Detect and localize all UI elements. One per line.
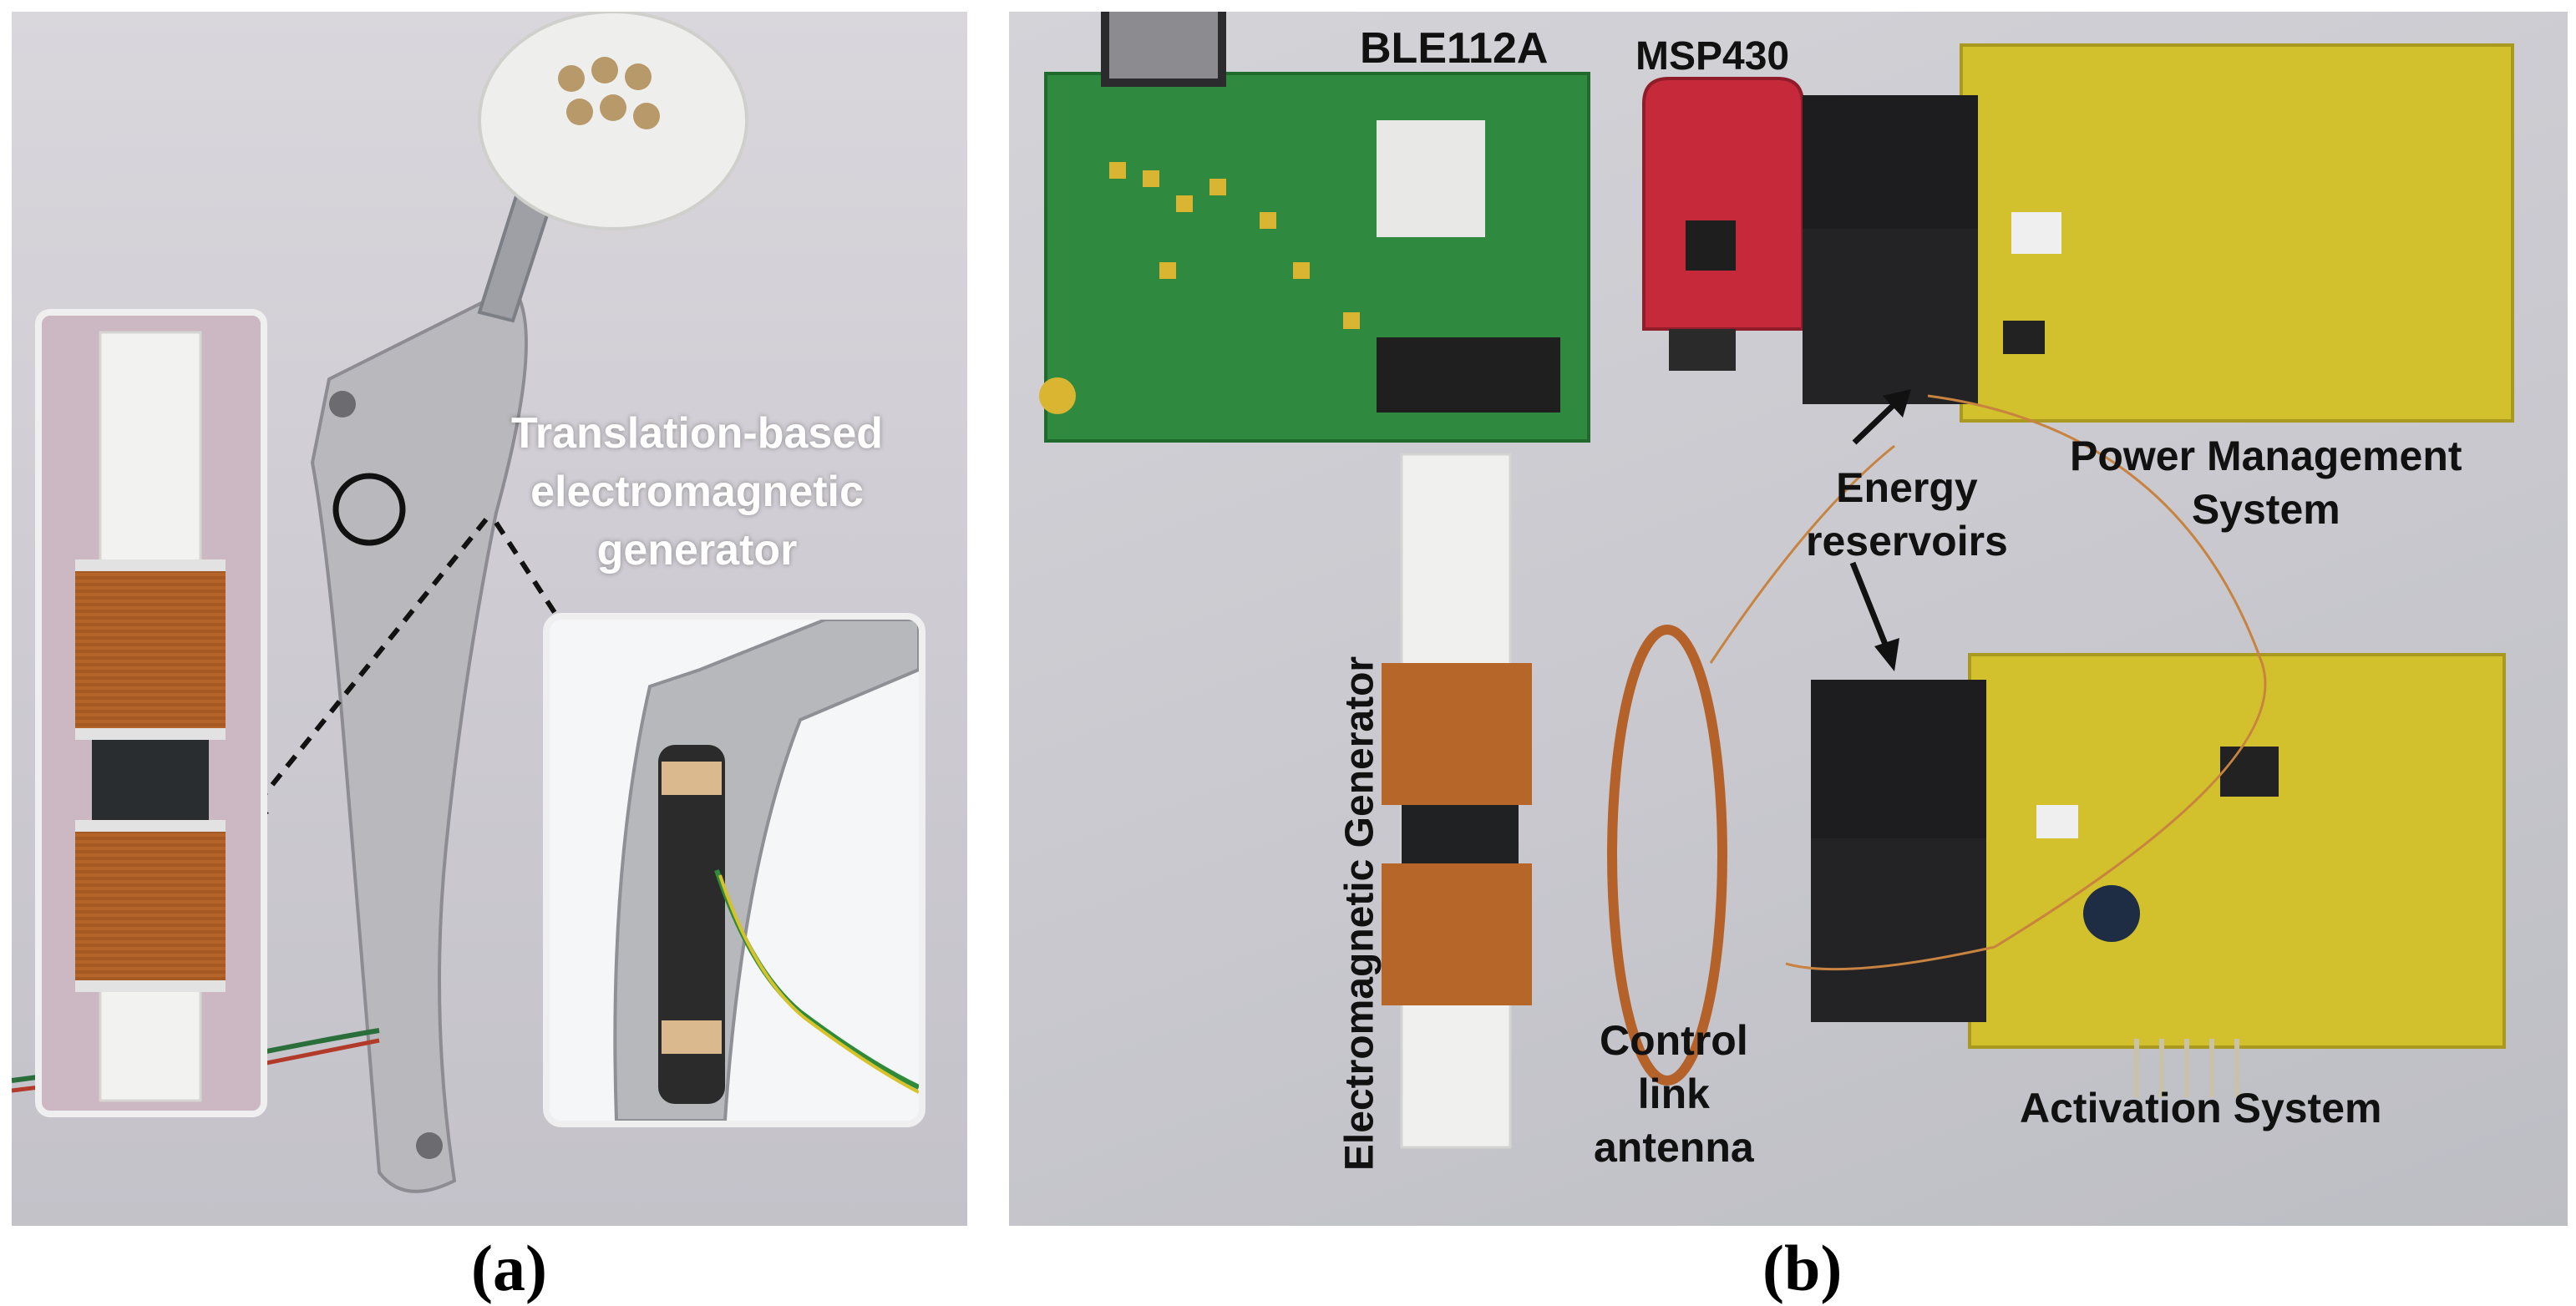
- energy-reservoir-lower-a: [1811, 680, 1986, 863]
- caption-b: (b): [1762, 1232, 1843, 1304]
- label-msp430: MSP430: [1635, 34, 1790, 78]
- label-ble112a: BLE112A: [1360, 24, 1549, 73]
- caption-a: (a): [471, 1232, 547, 1304]
- hip-stem-implant: [310, 285, 528, 1193]
- label-electromagnetic-generator: Electromagnetic Generator: [1337, 656, 1382, 1172]
- label-energy-reservoirs: Energy reservoirs: [1806, 464, 2008, 564]
- label-control-link-antenna: Control link antenna: [1594, 1017, 1754, 1171]
- activation-board: [1968, 653, 2506, 1049]
- label-power-management: Power Management System: [2070, 433, 2462, 533]
- generator-callout: Translation-based electromagnetic genera…: [511, 409, 883, 575]
- label-activation-system: Activation System: [2020, 1085, 2382, 1131]
- energy-reservoir-lower-b: [1811, 838, 1986, 1022]
- generator-inset: [35, 309, 267, 1117]
- cross-section-inset: [543, 613, 925, 1127]
- control-link-antenna: [1607, 625, 1727, 1086]
- msp430-board: [1642, 77, 1804, 331]
- arrow-to-lower-reservoir: [1849, 561, 1889, 648]
- energy-reservoir-upper-b: [1803, 229, 1978, 404]
- marker-circle: [332, 473, 406, 546]
- arrow-to-upper-reservoir: [1852, 402, 1897, 445]
- dashed-arrow-left: [248, 518, 489, 813]
- panel-b-photo: BLE112A MSP430 Power Management System E…: [1009, 12, 2568, 1226]
- panel-a-photo: Translation-based electromagnetic genera…: [12, 12, 967, 1226]
